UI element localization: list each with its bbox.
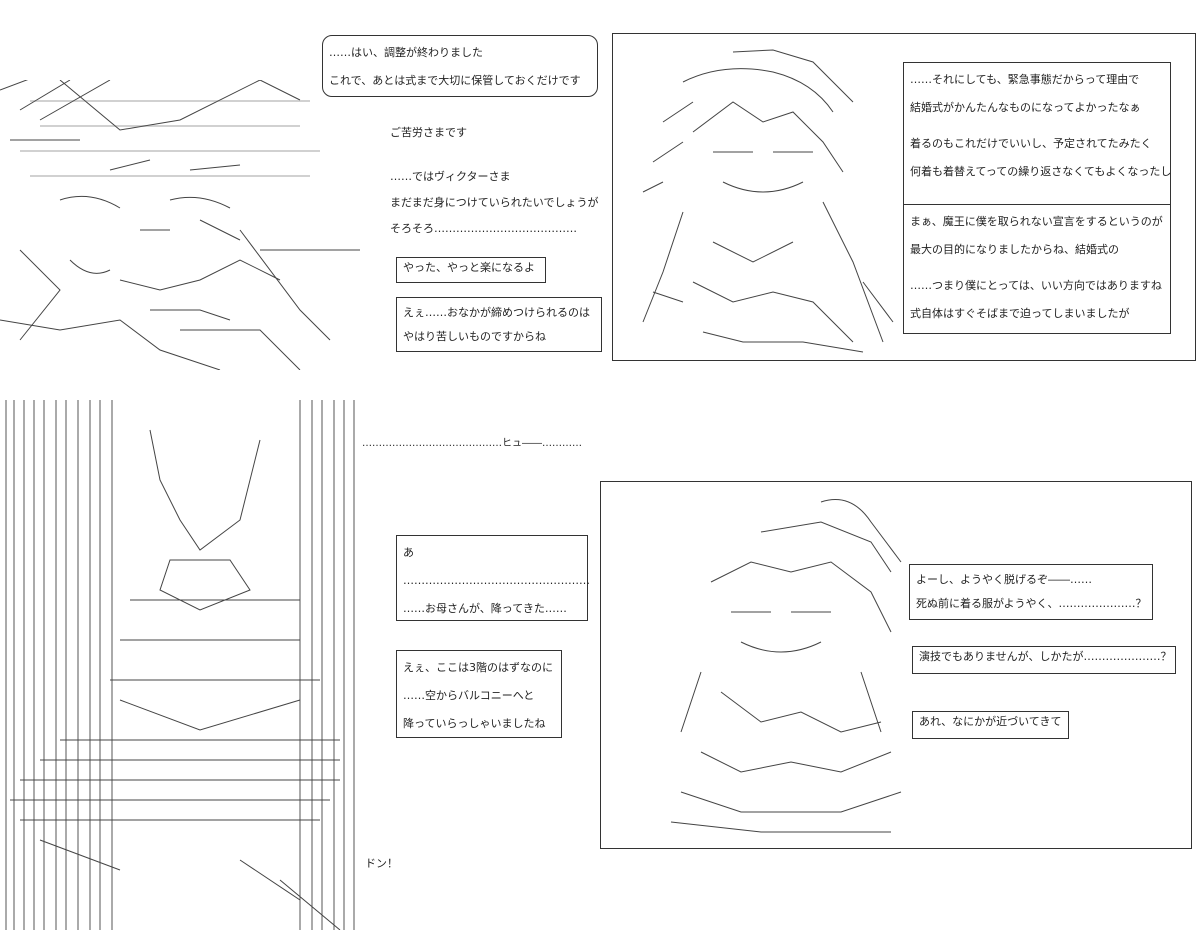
speech-bubble-relief: やった、やっと楽になるよ: [396, 257, 546, 283]
dialogue-line: あれ、なにかが近づいてきて: [919, 715, 1062, 728]
dialogue-line: ……それにしても、緊急事態だからって理由で: [910, 73, 1140, 86]
panel-something-approaching: よーし、ようやく脱げるぞ――…… 死ぬ前に着る服がようやく、…………………？ 演…: [600, 481, 1192, 849]
dialogue-line: 結婚式がかんたんなものになってよかったなぁ: [910, 101, 1141, 114]
dialogue-line: ……ではヴィクターさま: [390, 170, 511, 183]
speech-bubble-approaching: あれ、なにかが近づいてきて: [912, 711, 1069, 739]
dialogue-line: 降っていらっしゃいましたね: [403, 717, 546, 730]
falling-sound-effect: ……………………………………ヒュ――…………: [362, 438, 582, 449]
speech-bubble-groom-relief: ……それにしても、緊急事態だからって理由で 結婚式がかんたんなものになってよかっ…: [903, 62, 1171, 217]
dialogue-line: 死ぬ前に着る服がようやく、…………………？: [916, 597, 1147, 610]
impact-sound-effect: ドン！: [365, 857, 398, 870]
dialogue-line: ……はい、調整が終わりました: [329, 46, 483, 59]
speech-bubble-tight: えぇ……おなかが締めつけられるのは やはり苦しいものですからね: [396, 297, 602, 352]
speech-bubble-not-acting: 演技でもありませんが、しかたが…………………？: [912, 646, 1176, 674]
dialogue-line: えぇ、ここは3階のはずなのに: [403, 661, 553, 674]
dialogue-line: ……つまり僕にとっては、いい方向ではありますね: [910, 279, 1162, 292]
dialogue-line: えぇ……おなかが締めつけられるのは: [403, 306, 590, 319]
dialogue-line: ご苦労さまです: [390, 126, 467, 139]
dialogue-line: ……お母さんが、降ってきた……: [403, 602, 567, 615]
speech-bubble-maid-reply: まぁ、魔王に僕を取られない宣言をするというのが 最大の目的になりましたからね、結…: [903, 204, 1171, 334]
narration-block: ご苦労さまです ……ではヴィクターさま まだまだ身につけていられたいでしょうが …: [390, 120, 598, 242]
dialogue-line: 演技でもありませんが、しかたが…………………？: [919, 650, 1172, 663]
dialogue-line: 着るのもこれだけでいいし、予定されてたみたく: [910, 137, 1152, 150]
speech-bubble-finally-undress: よーし、ようやく脱げるぞ――…… 死ぬ前に着る服がようやく、…………………？: [909, 564, 1153, 620]
dialogue-line: ……………………………………………: [403, 574, 590, 587]
dialogue-line: まだまだ身につけていられたいでしょうが: [390, 196, 599, 209]
dialogue-line: 式自体はすぐそばまで迫ってしまいましたが: [910, 307, 1130, 320]
speech-bubble-mother-falling: あ …………………………………………… ……お母さんが、降ってきた……: [396, 535, 590, 621]
dialogue-line: まぁ、魔王に僕を取られない宣言をするというのが: [910, 215, 1163, 228]
character-artwork-groom-undressing: [641, 492, 921, 842]
speech-bubble-adjustment: ……はい、調整が終わりました これで、あとは式まで大切に保管しておくだけです: [322, 35, 598, 97]
artwork-falling-figure: [0, 400, 360, 930]
dialogue-line: そろそろ…………………………………: [390, 222, 577, 235]
dialogue-line: 何着も着替えてっての繰り返さなくてもよくなったし: [910, 165, 1172, 178]
dialogue-line: よーし、ようやく脱げるぞ――……: [916, 573, 1092, 586]
dialogue-line: やはり苦しいものですからね: [403, 330, 546, 343]
dialogue-line: あ: [403, 546, 414, 559]
dialogue-line: 最大の目的になりましたからね、結婚式の: [910, 243, 1119, 256]
dialogue-line: ……空からバルコニーへと: [403, 689, 535, 702]
speech-bubble-third-floor: えぇ、ここは3階のはずなのに ……空からバルコニーへと 降っていらっしゃいました…: [396, 650, 562, 738]
character-artwork-groom-and-maid: [0, 80, 360, 370]
panel-wedding-talk: ……それにしても、緊急事態だからって理由で 結婚式がかんたんなものになってよかっ…: [612, 33, 1196, 361]
dialogue-line: これで、あとは式まで大切に保管しておくだけです: [329, 74, 581, 87]
dialogue-line: やった、やっと楽になるよ: [403, 261, 535, 274]
character-artwork-bride: [623, 42, 903, 357]
